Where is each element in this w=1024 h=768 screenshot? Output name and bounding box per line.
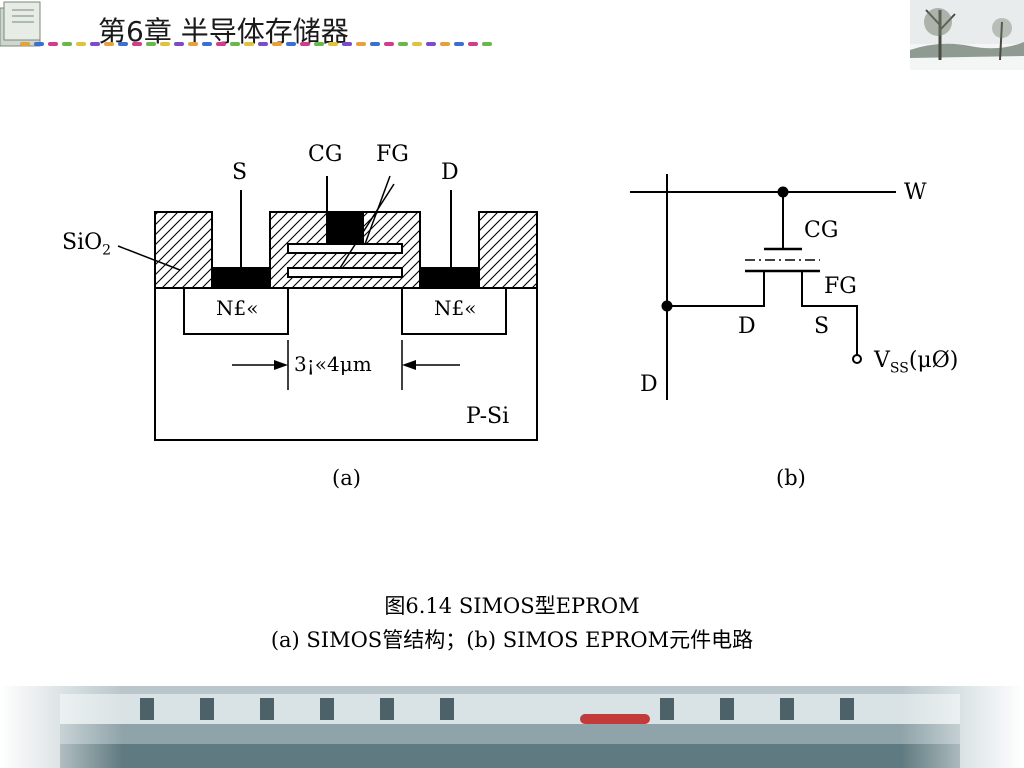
label-fg-b: FG [824,274,857,299]
decorative-dot [174,42,184,46]
decorative-dot [202,42,212,46]
fg-pointer [339,183,395,269]
campus-photo-strip [0,676,1024,768]
label-d-a: D [441,160,459,185]
simos-structure-diagram [117,175,538,441]
decorative-dot [188,42,198,46]
label-fg-a: FG [376,142,409,167]
decorative-dot-line [20,42,492,46]
decorative-dot [482,42,492,46]
decorative-dot [398,42,408,46]
sio2-right-block [478,211,538,289]
decorative-dot [454,42,464,46]
decorative-dot [412,42,422,46]
decorative-dot [440,42,450,46]
drain-contact [419,267,480,289]
decorative-dot [272,42,282,46]
control-gate-contact [326,211,364,243]
source-connection [801,271,858,355]
decorative-dot [244,42,254,46]
decorative-dot [384,42,394,46]
decorative-dot [258,42,268,46]
decorative-dot [342,42,352,46]
label-w: W [904,180,927,205]
decorative-dot [286,42,296,46]
decorative-dot [118,42,128,46]
decorative-dot [90,42,100,46]
decorative-dot [216,42,226,46]
source-contact [211,267,271,289]
caption-a: (a) [332,466,361,490]
decorative-dot [48,42,58,46]
decorative-dot [146,42,156,46]
vss-terminal [852,354,862,364]
book-logo-icon [0,1,41,47]
sio2-pointer [117,245,181,271]
decorative-dot [160,42,170,46]
decorative-dot [426,42,436,46]
decorative-dot [104,42,114,46]
label-cg-b: CG [804,218,839,243]
label-p-si: P-Si [466,404,510,429]
decorative-dot [62,42,72,46]
decorative-dot [76,42,86,46]
n-plus-right-region [401,287,507,335]
decorative-dot [370,42,380,46]
sio2-left-block [154,211,213,289]
figure-caption-line2: (a) SIMOS管结构；(b) SIMOS EPROM元件电路 [270,628,754,652]
simos-circuit-diagram [630,174,896,400]
winter-tree-photo [910,0,1024,70]
label-d-inner: D [738,314,756,339]
decorative-dot [132,42,142,46]
drain-connection [667,271,765,307]
n-plus-left-region [183,287,289,335]
label-cg-a: CG [308,142,343,167]
label-s-b: S [814,314,830,339]
label-n-plus-left: N£« [216,296,259,320]
decorative-dot [300,42,310,46]
label-dimension: 3¡«4μm [294,352,372,376]
decorative-dot [20,42,30,46]
decorative-dot [34,42,44,46]
floating-gate-layer [287,267,403,278]
decorative-dot [468,42,478,46]
decorative-dot [328,42,338,46]
label-sio2: SiO2 [62,230,112,259]
label-s-a: S [232,160,248,185]
decorative-dot [314,42,324,46]
label-vss: VSS(μØ) [874,348,959,377]
decorative-dot [356,42,366,46]
caption-b: (b) [776,466,806,490]
label-d-outer: D [640,372,658,397]
decorative-dot [230,42,240,46]
label-n-plus-right: N£« [434,296,477,320]
control-gate-layer [287,243,403,254]
figure-caption-line1: 图6.14 SIMOS型EPROM [384,594,640,618]
